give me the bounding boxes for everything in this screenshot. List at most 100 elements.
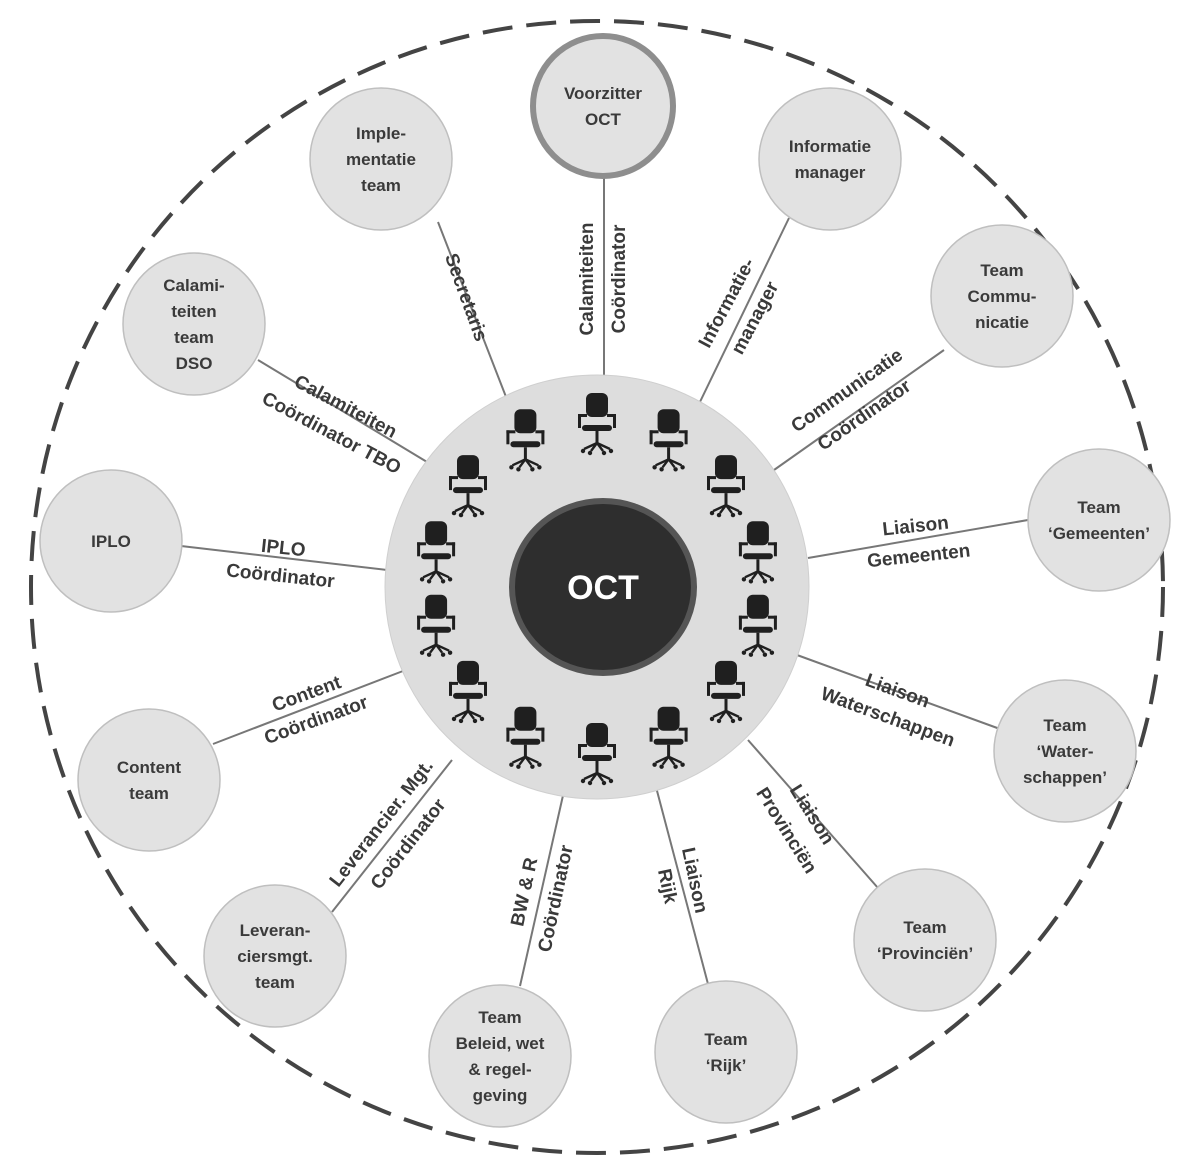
team-label-gemeenten: Team bbox=[1077, 498, 1120, 517]
office-chair-icon bbox=[707, 455, 745, 518]
connector-line-beleid bbox=[519, 790, 565, 987]
team-label-calamiteiten: team bbox=[174, 328, 214, 347]
role-text-liaison-rijk: Rijk bbox=[653, 867, 681, 906]
team-label-calamiteiten: teiten bbox=[171, 302, 216, 321]
role-text-bwr-coordinator: Coördinator bbox=[535, 843, 578, 954]
role-label-informatiemanager: Informatie-manager bbox=[695, 255, 784, 358]
connector-line-communicatie bbox=[773, 349, 945, 471]
team-label-beleid: & regel- bbox=[468, 1060, 531, 1079]
team-circle-iplo bbox=[39, 469, 183, 613]
team-node-iplo: IPLO bbox=[39, 469, 183, 613]
team-circle-gemeenten bbox=[1027, 448, 1171, 592]
team-label-rijk: ‘Rijk’ bbox=[706, 1056, 747, 1075]
team-circle-communicatie bbox=[930, 224, 1074, 368]
connector-line-informatie bbox=[697, 217, 790, 407]
connector-line-implementatie bbox=[437, 221, 509, 403]
oct-core-label: OCT bbox=[567, 569, 639, 607]
team-node-implementatie: Imple-mentatie team bbox=[309, 87, 453, 231]
team-node-rijk: Team ‘Rijk’ bbox=[654, 980, 798, 1124]
office-chair-icon bbox=[506, 409, 545, 472]
team-circle-leveranciers bbox=[203, 884, 347, 1028]
role-label-leverancier-coordinator: Leverancier. Mgt.Coördinator bbox=[326, 756, 451, 894]
team-label-beleid: Beleid, wet bbox=[456, 1034, 545, 1053]
team-node-provincien: Team ‘Provinciën’ bbox=[853, 868, 997, 1012]
role-label-secretaris: Secretaris bbox=[440, 251, 491, 345]
team-label-provincien: ‘Provinciën’ bbox=[877, 944, 973, 963]
team-label-content: team bbox=[129, 784, 169, 803]
team-circle-beleid bbox=[428, 984, 572, 1128]
office-chair-icon bbox=[578, 723, 616, 786]
connector-line-gemeenten bbox=[807, 519, 1029, 559]
team-label-calamiteiten: Calami- bbox=[163, 276, 224, 295]
office-chair-icon bbox=[707, 660, 745, 724]
team-node-leveranciers: Leveran-ciersmgt. team bbox=[203, 884, 347, 1028]
office-chair-icon bbox=[506, 706, 545, 769]
team-circle-waterschappen bbox=[993, 679, 1137, 823]
team-label-informatie: manager bbox=[795, 163, 866, 182]
team-circle-implementatie bbox=[309, 87, 453, 231]
team-label-voorzitter: OCT bbox=[585, 110, 622, 129]
team-label-leveranciers: Leveran- bbox=[240, 921, 311, 940]
team-label-waterschappen: ‘Water- bbox=[1037, 742, 1094, 761]
team-node-gemeenten: Team ‘Gemeenten’ bbox=[1027, 448, 1171, 592]
team-label-implementatie: team bbox=[361, 176, 401, 195]
team-label-beleid: Team bbox=[478, 1008, 521, 1027]
role-text-liaison-gemeenten: Liaison bbox=[881, 513, 949, 541]
team-label-gemeenten: ‘Gemeenten’ bbox=[1048, 524, 1150, 543]
team-label-waterschappen: schappen’ bbox=[1023, 768, 1107, 787]
office-chair-icon bbox=[417, 594, 456, 657]
team-label-content: Content bbox=[117, 758, 182, 777]
oct-core bbox=[509, 498, 697, 676]
team-circle-voorzitter bbox=[530, 33, 676, 179]
role-text-calamiteiten-coordinator: Coördinator bbox=[609, 224, 630, 333]
office-chair-icon bbox=[449, 455, 487, 518]
team-label-implementatie: Imple- bbox=[356, 124, 406, 143]
team-label-iplo: IPLO bbox=[91, 532, 131, 551]
role-text-secretaris: Secretaris bbox=[440, 251, 491, 345]
team-label-provincien: Team bbox=[903, 918, 946, 937]
office-chair-icon bbox=[738, 521, 777, 584]
connector-line-iplo bbox=[180, 545, 388, 571]
office-chair-icon bbox=[578, 393, 616, 456]
office-chair-icon bbox=[649, 706, 688, 769]
team-label-leveranciers: team bbox=[255, 973, 295, 992]
connector-line-calamiteiten bbox=[257, 359, 433, 466]
team-label-leveranciers: ciersmgt. bbox=[237, 947, 313, 966]
team-circle-rijk bbox=[654, 980, 798, 1124]
connector-line-content bbox=[212, 670, 404, 745]
outer-boundary-dashed bbox=[29, 19, 1165, 1155]
office-chair-icon bbox=[738, 594, 777, 657]
team-label-rijk: Team bbox=[704, 1030, 747, 1049]
team-circle-informatie bbox=[758, 87, 902, 231]
connector-line-waterschappen bbox=[796, 654, 1001, 730]
team-node-informatie: Informatie manager bbox=[758, 87, 902, 231]
office-chair-icon bbox=[449, 660, 487, 724]
team-label-voorzitter: Voorzitter bbox=[564, 84, 642, 103]
team-label-communicatie: nicatie bbox=[975, 313, 1029, 332]
connector-line-provincien bbox=[747, 739, 879, 889]
team-circle-content bbox=[77, 708, 221, 852]
team-node-content: Content team bbox=[77, 708, 221, 852]
team-label-informatie: Informatie bbox=[789, 137, 871, 156]
team-node-waterschappen: Team‘Water-schappen’ bbox=[993, 679, 1137, 823]
team-label-communicatie: Team bbox=[980, 261, 1023, 280]
team-circle-provincien bbox=[853, 868, 997, 1012]
role-text-liaison-rijk: Liaison bbox=[677, 846, 711, 915]
team-label-implementatie: mentatie bbox=[346, 150, 416, 169]
role-label-calamiteiten-coordinator: Calamiteiten Coördinator bbox=[577, 223, 630, 336]
role-text-calamiteiten-coordinator: Calamiteiten bbox=[577, 223, 598, 336]
team-label-calamiteiten: DSO bbox=[176, 354, 213, 373]
connector-line-rijk bbox=[655, 786, 709, 985]
role-text-iplo-coordinator: IPLO bbox=[260, 536, 306, 562]
connector-line-leveranciers bbox=[331, 759, 453, 913]
team-label-communicatie: Commu- bbox=[968, 287, 1037, 306]
